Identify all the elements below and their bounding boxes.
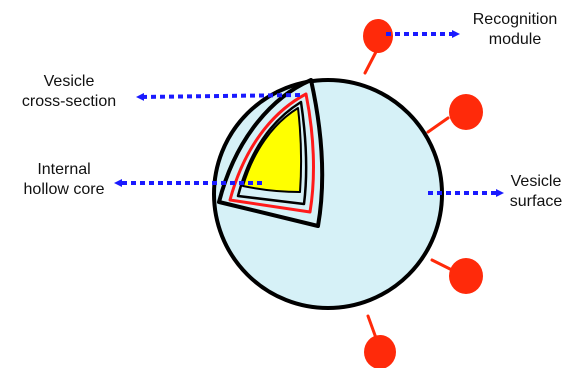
- label-recognition-module: Recognition module: [460, 10, 570, 50]
- label-internal-hollow-core-line1: Internal: [4, 160, 124, 180]
- stalk-lower-right: [432, 260, 452, 270]
- label-vesicle-surface-line1: Vesicle: [496, 172, 576, 192]
- label-vesicle-cross-section-line1: Vesicle: [4, 72, 134, 92]
- label-recognition-module-line2: module: [460, 30, 570, 50]
- stalk-bottom: [368, 316, 376, 338]
- label-internal-hollow-core-line2: hollow core: [4, 180, 124, 200]
- stalk-upper-right: [428, 118, 448, 132]
- recognition-module-bottom: [364, 335, 396, 368]
- recognition-module-upper-right: [449, 94, 483, 130]
- label-vesicle-surface-line2: surface: [496, 192, 576, 212]
- label-internal-hollow-core: Internal hollow core: [4, 160, 124, 200]
- label-vesicle-cross-section-line2: cross-section: [4, 92, 134, 112]
- label-recognition-module-line1: Recognition: [460, 10, 570, 30]
- label-vesicle-surface: Vesicle surface: [496, 172, 576, 212]
- recognition-module-lower-right: [449, 258, 483, 294]
- label-vesicle-cross-section: Vesicle cross-section: [4, 72, 134, 112]
